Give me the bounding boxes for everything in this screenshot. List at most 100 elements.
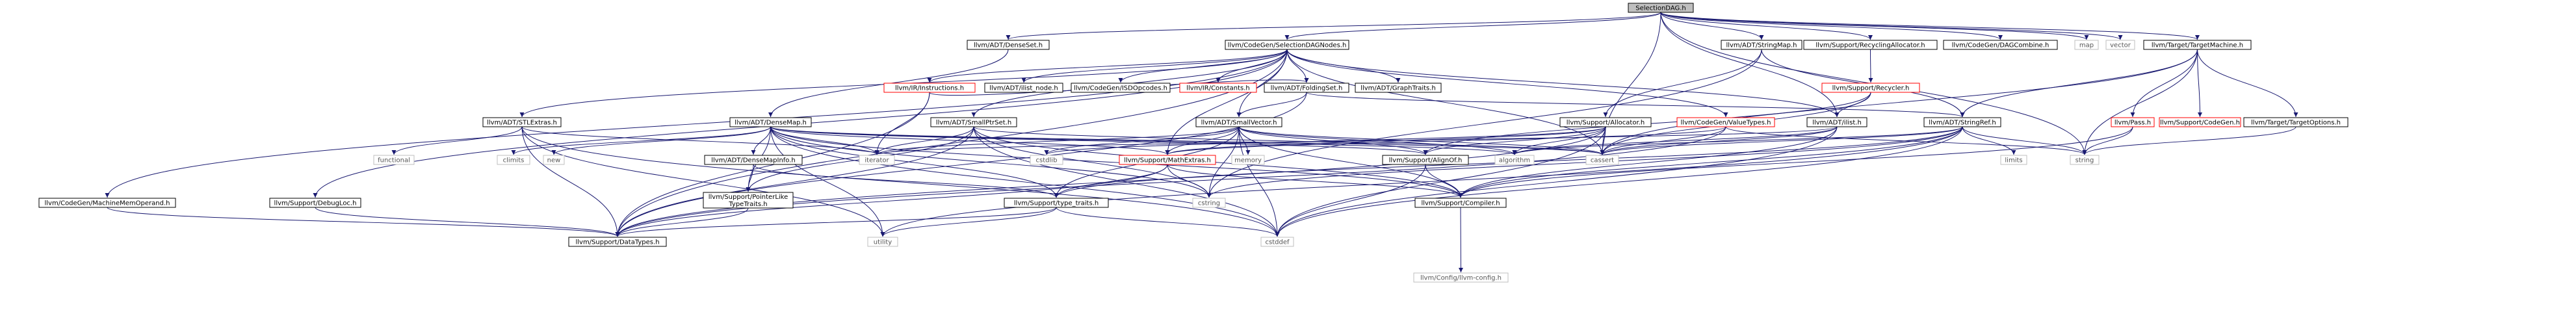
node-type-traits-h[interactable]: llvm/Support/type_traits.h [1004,198,1109,208]
node-algorithm: algorithm [1494,155,1535,165]
node-label: llvm/ADT/DenseMap.h [735,120,807,127]
node-targetoptions-h[interactable]: llvm/Target/TargetOptions.h [2243,117,2348,127]
node-label: llvm/Support/CodeGen.h [2160,120,2240,127]
node-vector: vector [2105,40,2135,50]
node-label: llvm/Support/PointerLike [709,194,788,201]
node-valuetypes-h[interactable]: llvm/CodeGen/ValueTypes.h [1676,117,1775,127]
node-dagcombine-h[interactable]: llvm/CodeGen/DAGCombine.h [1943,40,2058,50]
node-label: llvm/IR/Constants.h [1186,85,1250,92]
node-label: vector [2110,42,2131,49]
node-denseset-h[interactable]: llvm/ADT/DenseSet.h [967,40,1050,50]
edge-smallvector-h-to-cassert [1238,126,1605,155]
node-compiler-h[interactable]: llvm/Support/Compiler.h [1414,198,1507,208]
edge-targetmachine-h-to-cassert [1600,49,2198,155]
node-label: cstring [1198,200,1220,207]
edge-smallvector-h-to-cstddef [1238,126,1280,237]
node-stringmap-h[interactable]: llvm/ADT/StringMap.h [1721,40,1802,50]
node-label: cstdlib [1036,157,1058,164]
node-label: cassert [1591,157,1614,164]
edge-stlextras-h-to-iterator [521,126,879,155]
edge-targetmachine-h-to-codegen-h [2197,49,2202,118]
edge-allocator-h-to-mathextras-h [1165,126,1606,155]
edge-smallptrset-h-to-cstddef [973,126,1280,237]
node-label: llvm/Support/MathExtras.h [1124,157,1211,164]
edge-alignof-h-to-cstddef [1275,164,1426,237]
edge-selectiondag-h-to-cassert [1600,12,1661,155]
node-label: memory [1234,157,1262,164]
edge-densemap-h-to-compiler-h [770,126,1463,198]
node-llvm-config-h: llvm/Config/llvm-config.h [1413,272,1509,283]
edge-selectiondag-h-to-stringmap-h [1660,12,1764,40]
edge-smallvector-h-to-memory [1238,126,1251,155]
node-targetmachine-h[interactable]: llvm/Target/TargetMachine.h [2143,40,2252,50]
edge-selectiondagnodes-h-to-foldingset-h [1286,49,1309,83]
node-functional: functional [373,155,415,165]
edge-foldingset-h-to-smallvector-h [1236,92,1307,118]
edge-targetmachine-h-to-string [2082,49,2198,155]
edge-stringref-h-to-compiler-h [1458,126,1963,198]
edge-foldingset-h-to-stringref-h [1306,92,1965,118]
node-label: llvm/Pass.h [2114,120,2151,127]
node-label: llvm/ADT/ilist.h [1812,120,1862,127]
edge-pass-h-to-compiler-h [1458,126,2133,198]
node-label: iterator [865,157,889,164]
edge-densemap-h-to-mathextras-h [770,126,1170,155]
node-alignof-h[interactable]: llvm/Support/AlignOf.h [1382,155,1469,165]
node-densemapinfo-h[interactable]: llvm/ADT/DenseMapInfo.h [704,155,803,165]
node-label: functional [378,157,410,164]
node-datatypes-h[interactable]: llvm/Support/DataTypes.h [568,237,667,247]
node-map: map [2074,40,2099,50]
edge-ilist-h-to-algorithm [1512,126,1838,155]
node-densemap-h[interactable]: llvm/ADT/DenseMap.h [729,117,812,127]
node-stlextras-h[interactable]: llvm/ADT/STLExtras.h [482,117,562,127]
node-mathextras-h[interactable]: llvm/Support/MathExtras.h [1119,155,1216,165]
edge-stlextras-h-to-datatypes-h [521,126,620,237]
node-debugloc-h[interactable]: llvm/Support/DebugLoc.h [269,198,361,208]
node-smallvector-h[interactable]: llvm/ADT/SmallVector.h [1195,117,1282,127]
node-recyclingallocator-h[interactable]: llvm/Support/RecyclingAllocator.h [1803,40,1938,50]
node-label: algorithm [1499,157,1530,164]
node-ilist-node-h[interactable]: llvm/ADT/ilist_node.h [984,83,1063,93]
node-graphtraits-h[interactable]: llvm/ADT/GraphTraits.h [1355,83,1442,93]
edge-targetmachine-h-to-targetoptions-h [2197,49,2298,118]
node-isdopcodes-h[interactable]: llvm/CodeGen/ISDOpcodes.h [1071,83,1171,93]
node-utility: utility [867,237,898,247]
node-selectiondagnodes-h[interactable]: llvm/CodeGen/SelectionDAGNodes.h [1225,40,1349,50]
edge-densemap-h-to-utility [770,126,885,237]
node-label: llvm/ADT/SmallVector.h [1201,120,1277,127]
edge-machinememoperand-h-to-datatypes-h [107,207,620,237]
node-constants-h[interactable]: llvm/IR/Constants.h [1179,83,1257,93]
node-label: llvm/ADT/DenseSet.h [974,42,1043,49]
node-selectiondag-h[interactable]: SelectionDAG.h [1628,3,1694,13]
edge-densemap-h-to-cassert [770,126,1605,155]
node-machinememoperand-h[interactable]: llvm/CodeGen/MachineMemOperand.h [38,198,176,208]
edge-mathextras-h-to-cstring [1167,164,1212,198]
edge-selectiondag-h-to-recyclingallocator-h [1660,12,1873,40]
node-label: llvm/ADT/StringMap.h [1726,42,1797,49]
node-label: map [2079,42,2094,49]
edge-ilist-h-to-cassert [1600,126,1838,155]
node-label: climits [503,157,525,164]
node-recycler-h[interactable]: llvm/Support/Recycler.h [1821,83,1920,93]
edge-selectiondagnodes-h-to-valuetypes-h [1286,49,1728,118]
node-label: llvm/ADT/SmallPtrSet.h [936,120,1011,127]
edge-mathextras-h-to-compiler-h [1167,164,1463,198]
edge-allocator-h-to-cstdlib [1044,126,1606,155]
edge-smallvector-h-to-mathextras-h [1165,126,1240,155]
node-smallptrset-h[interactable]: llvm/ADT/SmallPtrSet.h [930,117,1017,127]
node-limits: limits [2000,155,2027,165]
node-stringref-h[interactable]: llvm/ADT/StringRef.h [1923,117,2001,127]
edge-selectiondag-h-to-ilist-h [1660,12,1840,118]
node-label: llvm/ADT/FoldingSet.h [1271,85,1343,92]
node-foldingset-h[interactable]: llvm/ADT/FoldingSet.h [1264,83,1349,93]
node-label: llvm/Support/Compiler.h [1421,200,1500,207]
node-ilist-h[interactable]: llvm/ADT/ilist.h [1806,117,1867,127]
edge-stringref-h-to-algorithm [1512,126,1963,155]
node-allocator-h[interactable]: llvm/Support/Allocator.h [1559,117,1652,127]
node-label: llvm/Config/llvm-config.h [1420,275,1502,282]
node-codegen-h[interactable]: llvm/Support/CodeGen.h [2159,117,2241,127]
node-instructions-h[interactable]: llvm/IR/Instructions.h [883,83,976,93]
node-pass-h[interactable]: llvm/Pass.h [2111,117,2155,127]
node-cstddef: cstddef [1260,237,1294,247]
